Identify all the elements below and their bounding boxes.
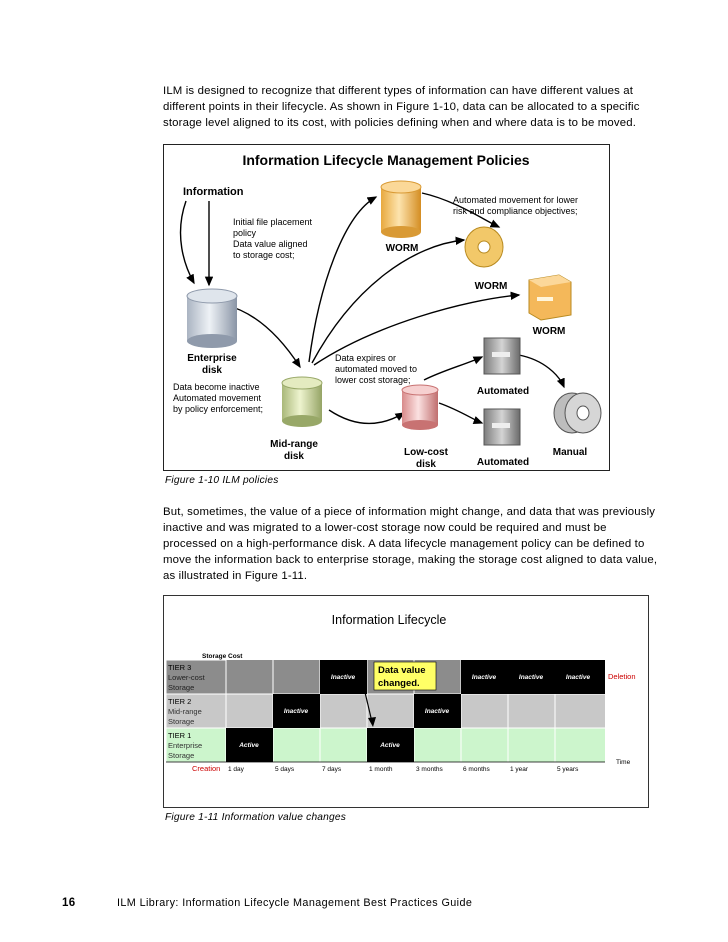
time-label-5-days: 5 days bbox=[275, 766, 295, 773]
flow-arrows bbox=[179, 192, 565, 425]
worm-label-2: WORM bbox=[475, 281, 508, 292]
tier3-name: TIER 3 bbox=[168, 663, 191, 672]
svg-text:Automated movement for lower: Automated movement for lower bbox=[453, 195, 578, 205]
svg-text:risk and compliance objectives: risk and compliance objectives; bbox=[453, 206, 578, 216]
tier3-sub-1: Lower-cost bbox=[168, 673, 206, 682]
tier3-sub-2: Storage bbox=[168, 683, 194, 692]
time-label-1-year: 1 year bbox=[510, 766, 529, 773]
creation-label: Creation bbox=[192, 764, 220, 773]
state-inactive-t3-2: Inactive bbox=[472, 674, 497, 681]
automated-tower-icon bbox=[483, 337, 521, 375]
enterprise-disk-label: Enterprise bbox=[187, 353, 237, 364]
time-axis-labels: 1 day 5 days 7 days 1 month 3 months 6 m… bbox=[228, 766, 579, 773]
manual-label: Manual bbox=[553, 447, 588, 458]
state-inactive-t3-1: Inactive bbox=[331, 674, 356, 681]
state-active-t1-2: Active bbox=[379, 742, 400, 749]
lifecycle-title: Information Lifecycle bbox=[332, 613, 447, 627]
storage-cost-label: Storage Cost bbox=[202, 653, 243, 660]
value-change-arrow bbox=[363, 687, 373, 723]
inactive-note: Data become inactive Automated movement … bbox=[173, 382, 263, 414]
figure-title: Information Lifecycle Management Policie… bbox=[242, 152, 529, 168]
figure-1-11-caption: Figure 1-11 Information value changes bbox=[165, 812, 347, 823]
expires-note: Data expires or automated moved to lower… bbox=[335, 353, 417, 385]
svg-text:Data expires or: Data expires or bbox=[335, 353, 396, 363]
information-label: Information bbox=[183, 186, 244, 198]
automated-tower-icon-2 bbox=[483, 408, 521, 446]
worm-disc-icon bbox=[464, 226, 504, 268]
callout-line-1: Data value bbox=[378, 665, 426, 676]
page-number: 16 bbox=[62, 897, 76, 909]
enterprise-disk-icon bbox=[186, 288, 238, 348]
worm-cylinder-icon bbox=[380, 180, 422, 238]
svg-text:lower cost storage;: lower cost storage; bbox=[335, 375, 411, 385]
automated-label-1: Automated bbox=[477, 386, 529, 397]
automated-movement-note: Automated movement for lower risk and co… bbox=[453, 195, 578, 216]
midrange-disk-icon bbox=[281, 376, 323, 427]
worm-label-3: WORM bbox=[533, 326, 566, 337]
tier1-sub-1: Enterprise bbox=[168, 741, 202, 750]
state-active-t1-1: Active bbox=[238, 742, 259, 749]
initial-placement-note: Initial file placement policy Data value… bbox=[233, 217, 313, 260]
information-lifecycle-figure: Information Lifecycle Storage Cost I bbox=[163, 595, 649, 808]
svg-text:policy: policy bbox=[233, 228, 257, 238]
svg-text:Initial file placement: Initial file placement bbox=[233, 217, 313, 227]
intro-paragraph: ILM is designed to recognize that differ… bbox=[163, 85, 640, 129]
worm-label-1: WORM bbox=[386, 243, 419, 254]
tier1-name: TIER 1 bbox=[168, 731, 191, 740]
svg-text:by policy enforcement;: by policy enforcement; bbox=[173, 404, 263, 414]
time-label: Time bbox=[616, 759, 631, 766]
footer-title: ILM Library: Information Lifecycle Manag… bbox=[117, 897, 473, 909]
time-label-1-day: 1 day bbox=[228, 766, 245, 773]
value-changed-callout bbox=[373, 661, 437, 691]
automated-label-2: Automated bbox=[477, 457, 529, 468]
midrange-disk-label: Mid-range bbox=[270, 439, 318, 450]
tier2-name: TIER 2 bbox=[168, 697, 191, 706]
time-label-5-years: 5 years bbox=[557, 766, 579, 773]
state-inactive-t3-4: Inactive bbox=[566, 674, 591, 681]
svg-text:Data become inactive: Data become inactive bbox=[173, 382, 260, 392]
tier1-sub-2: Storage bbox=[168, 751, 194, 760]
tier2-sub-2: Storage bbox=[168, 717, 194, 726]
lowcost-disk-icon bbox=[401, 384, 439, 430]
time-label-3-months: 3 months bbox=[416, 766, 443, 773]
enterprise-disk-label-2: disk bbox=[202, 365, 222, 376]
lowcost-disk-label-2: disk bbox=[416, 459, 436, 470]
callout-line-2: changed. bbox=[378, 678, 420, 689]
svg-text:to storage cost;: to storage cost; bbox=[233, 250, 295, 260]
midrange-disk-label-2: disk bbox=[284, 451, 304, 462]
svg-text:automated moved to: automated moved to bbox=[335, 364, 417, 374]
state-inactive-t3-3: Inactive bbox=[519, 674, 544, 681]
ilm-policies-figure: Information Lifecycle Management Policie… bbox=[163, 144, 610, 471]
manual-tape-icon bbox=[553, 392, 602, 434]
tier2-sub-1: Mid-range bbox=[168, 707, 202, 716]
svg-text:Automated movement: Automated movement bbox=[173, 393, 262, 403]
lowcost-disk-label: Low-cost bbox=[404, 447, 449, 458]
state-inactive-t2-1: Inactive bbox=[284, 708, 309, 715]
svg-text:Data value aligned: Data value aligned bbox=[233, 239, 308, 249]
deletion-label: Deletion bbox=[608, 672, 636, 681]
time-label-1-month: 1 month bbox=[369, 766, 393, 773]
tier2-band bbox=[166, 694, 605, 728]
state-cells bbox=[226, 660, 605, 762]
worm-box-icon bbox=[528, 274, 572, 321]
state-inactive-t2-2: Inactive bbox=[425, 708, 450, 715]
figure-1-10-caption: Figure 1-10 ILM policies bbox=[165, 475, 279, 486]
time-label-6-months: 6 months bbox=[463, 766, 490, 773]
time-label-7-days: 7 days bbox=[322, 766, 342, 773]
value-change-paragraph: But, sometimes, the value of a piece of … bbox=[163, 506, 658, 582]
